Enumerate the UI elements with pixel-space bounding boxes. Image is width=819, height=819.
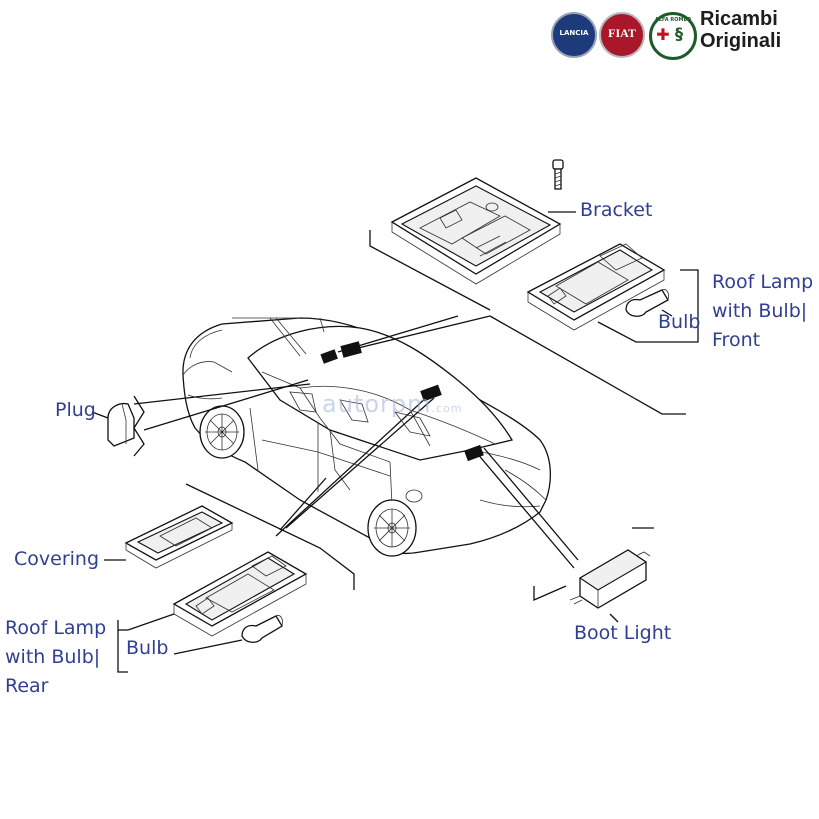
- rear-wheel: [367, 499, 417, 557]
- lancia-logo-text: LANCIA: [559, 29, 589, 37]
- plug-part: [107, 402, 135, 447]
- label-roof-lamp-front-line2: with Bulb|: [712, 300, 808, 322]
- label-roof-lamp-front-line1: Roof Lamp: [712, 271, 814, 293]
- fiat-badge-icon: FIAT: [599, 12, 645, 58]
- front-wheel: [199, 405, 245, 459]
- alfa-serpent-icon: §: [675, 24, 683, 43]
- lancia-shield-icon: LANCIA: [551, 12, 597, 58]
- label-plug: Plug: [55, 399, 96, 421]
- rear-bulb-part: [241, 615, 283, 643]
- watermark-suffix: .com: [431, 402, 463, 415]
- label-bracket: Bracket: [580, 199, 653, 221]
- label-roof-lamp-rear-line1: Roof Lamp: [5, 617, 107, 639]
- fiat-logo-text: FIAT: [608, 26, 636, 40]
- car-roof: [247, 325, 514, 461]
- brand-wordmark: Ricambi Originali: [700, 8, 781, 52]
- boot-light-part: [569, 549, 651, 609]
- label-boot-light: Boot Light: [574, 622, 672, 644]
- rear-lamp-marker: [420, 384, 442, 402]
- bracket-part: [390, 177, 562, 285]
- front-lamp-marker: [320, 349, 338, 364]
- front-bulb-part: [625, 289, 669, 317]
- leader-lines: [91, 211, 699, 673]
- bolt-part: [552, 159, 564, 190]
- watermark-text: autorpm: [322, 390, 432, 418]
- alfa-romeo-logo-text: ALFA ROMEO: [654, 17, 692, 23]
- label-bulb-front: Bulb: [658, 311, 701, 333]
- front-roof-lamp-part: [526, 243, 666, 331]
- covering-part: [124, 505, 234, 569]
- label-covering: Covering: [14, 548, 100, 570]
- rear-roof-lamp-part: [172, 551, 308, 637]
- boot-lamp-marker: [464, 444, 484, 462]
- label-roof-lamp-rear-line2: with Bulb|: [5, 646, 101, 668]
- brand-text-line1: Ricambi: [700, 8, 778, 30]
- brand-text-line2: Originali: [700, 30, 782, 52]
- label-bulb-rear: Bulb: [126, 637, 169, 659]
- alfa-cross-icon: ✚: [656, 25, 670, 44]
- alfa-romeo-badge-icon: ALFA ROMEO ✚ §: [649, 12, 697, 60]
- label-roof-lamp-rear-line3: Rear: [5, 675, 49, 697]
- label-roof-lamp-front-line3: Front: [712, 329, 761, 351]
- car-illustration: [182, 317, 551, 557]
- watermark: autorpm.com: [322, 390, 463, 418]
